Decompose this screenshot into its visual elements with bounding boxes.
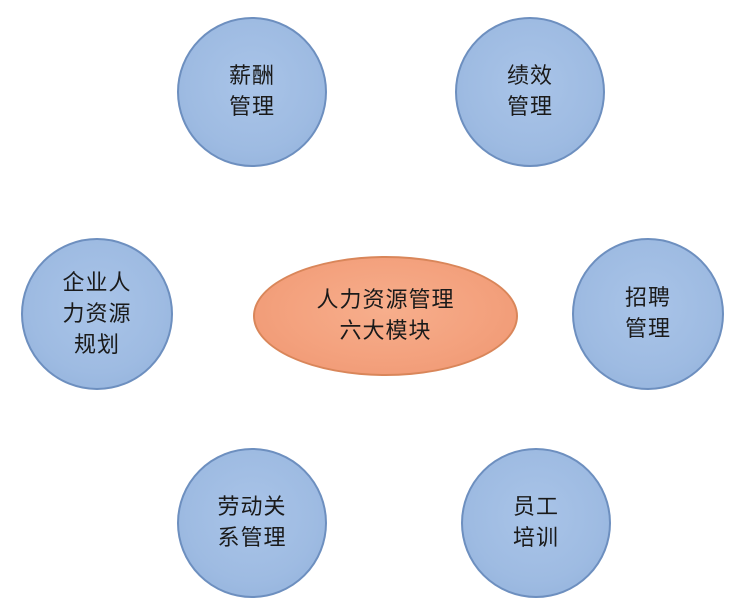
center-label-line: 六大模块: [339, 319, 432, 344]
module-performance-management: 绩效 管理: [455, 17, 605, 167]
module-label-line: 管理: [228, 95, 275, 120]
module-label-line: 绩效: [506, 64, 553, 89]
module-salary-management: 薪酬 管理: [177, 17, 327, 167]
module-hr-planning: 企业人 力资源 规划: [21, 238, 173, 390]
module-label-line: 力资源: [62, 301, 132, 327]
center-label-line: 人力资源管理: [316, 288, 455, 313]
module-label-line: 规划: [73, 332, 120, 358]
module-label-line: 企业人: [62, 270, 132, 296]
module-label-line: 劳动关: [217, 495, 287, 520]
module-label-line: 招聘: [624, 286, 671, 311]
module-labor-relations: 劳动关 系管理: [177, 448, 327, 598]
module-label-line: 管理: [506, 95, 553, 120]
module-recruitment-management: 招聘 管理: [572, 238, 724, 390]
module-employee-training: 员工 培训: [461, 448, 611, 598]
module-label-line: 管理: [624, 317, 671, 342]
module-label-line: 培训: [512, 526, 559, 551]
module-label-line: 员工: [512, 495, 559, 520]
module-label-line: 系管理: [217, 526, 287, 551]
module-label-line: 薪酬: [228, 64, 275, 89]
center-node: 人力资源管理 六大模块: [253, 256, 518, 376]
